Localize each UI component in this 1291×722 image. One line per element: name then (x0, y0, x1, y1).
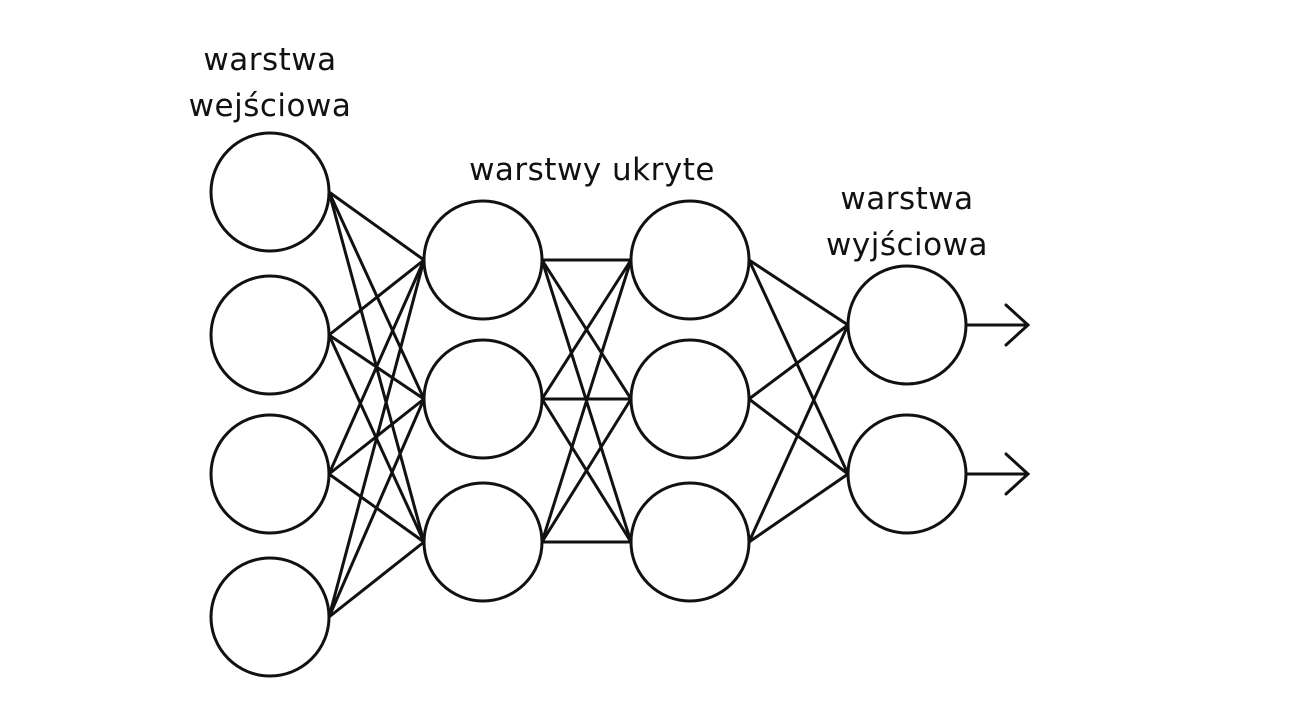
neuron-input-3 (209, 413, 331, 535)
connection-input-2-to-hidden1-1 (327, 258, 426, 337)
connection-hidden2-2-to-output-1 (747, 323, 850, 401)
connection-hidden2-3-to-output-1 (747, 323, 850, 544)
hidden-layers-label-text: warstwy ukryte (469, 152, 715, 188)
neuron-hidden2-3 (629, 481, 751, 603)
neuron-output-2 (846, 413, 968, 535)
connection-input-4-to-hidden1-1 (327, 258, 426, 619)
output-arrows (966, 303, 1031, 496)
connection-hidden2-3-to-output-2 (747, 472, 850, 544)
connection-input-3-to-hidden1-1 (327, 258, 426, 476)
input-layer-label-line-1: warstwa (203, 42, 337, 78)
neuron-hidden2-2 (629, 338, 751, 460)
connection-hidden1-3-to-hidden2-1 (540, 258, 633, 544)
connection-hidden2-1-to-output-2 (747, 258, 850, 476)
connection-hidden1-2-to-hidden2-1 (540, 258, 633, 401)
output-arrow-2 (966, 452, 1031, 496)
neuron-output-1 (846, 264, 968, 386)
connection-hidden2-1-to-output-1 (747, 258, 850, 327)
neuron-hidden2-1 (629, 199, 751, 321)
output-arrow-head-2 (1004, 452, 1031, 496)
connection-input-4-to-hidden1-3 (327, 540, 426, 619)
output-layer-label-line-2: wyjściowa (826, 227, 988, 263)
connection-hidden1-3-to-hidden2-2 (540, 397, 633, 544)
neuron-hidden1-2 (422, 338, 544, 460)
connection-input-4-to-hidden1-2 (327, 397, 426, 619)
neurons (209, 131, 968, 678)
neuron-input-4 (209, 556, 331, 678)
connection-input-1-to-hidden1-1 (327, 190, 426, 262)
output-arrow-head-1 (1004, 303, 1031, 347)
neuron-input-2 (209, 274, 331, 396)
hidden-layers-label: warstwy ukryte (432, 147, 752, 193)
input-layer-label: warstwa wejściowa (150, 37, 390, 129)
neuron-hidden1-1 (422, 199, 544, 321)
output-arrow-1 (966, 303, 1031, 347)
output-layer-label: warstwa wyjściowa (787, 176, 1027, 268)
input-layer-label-line-2: wejściowa (188, 88, 352, 124)
connection-input-1-to-hidden1-2 (327, 190, 426, 401)
connections (327, 190, 850, 619)
neuron-input-1 (209, 131, 331, 253)
neuron-hidden1-3 (422, 481, 544, 603)
output-layer-label-line-1: warstwa (840, 181, 974, 217)
